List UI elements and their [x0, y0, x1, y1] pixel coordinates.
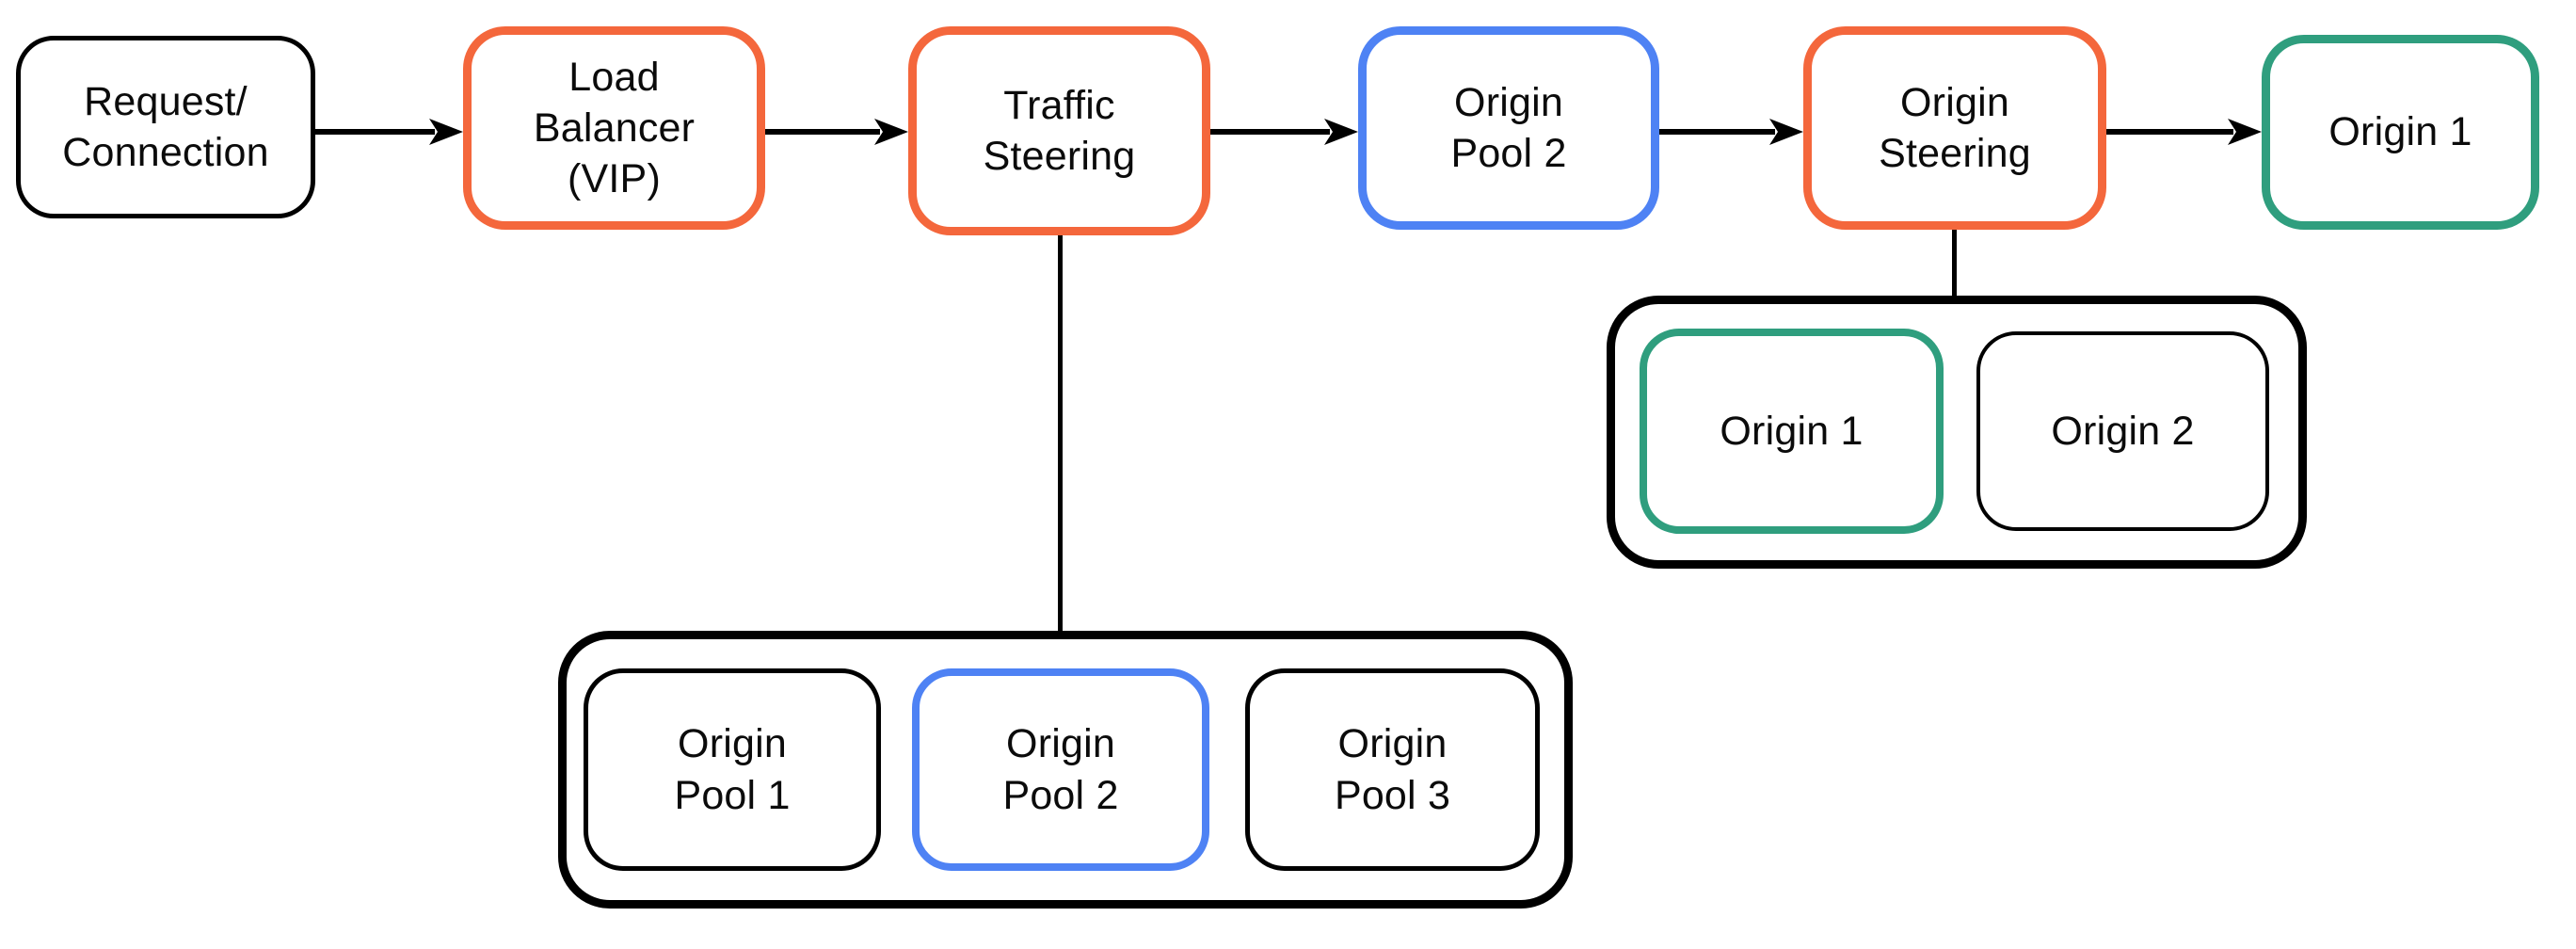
group-node-origin-2: Origin 2: [1976, 331, 2269, 531]
group-node-origin-pool-3-label: Origin Pool 3: [1334, 721, 1451, 818]
group-node-origin-pool-3: Origin Pool 3: [1245, 668, 1540, 871]
node-request-connection-label: Request/ Connection: [62, 78, 269, 175]
arrow-request-to-load-balancer: [315, 118, 463, 146]
arrow-head-icon: [2228, 119, 2262, 145]
connector-origin-steering-to-origins-group: [1952, 230, 1957, 296]
arrow-head-icon: [1769, 119, 1803, 145]
group-node-origin-pool-1: Origin Pool 1: [584, 668, 881, 871]
group-node-origin-2-label: Origin 2: [2051, 408, 2195, 454]
arrow-shaft: [1210, 129, 1330, 135]
arrow-shaft: [765, 129, 880, 135]
arrow-shaft: [2106, 129, 2233, 135]
group-node-origin-pool-2-label: Origin Pool 2: [1002, 721, 1119, 818]
node-load-balancer-vip-label: Load Balancer (VIP): [533, 54, 696, 202]
node-request-connection: Request/ Connection: [16, 36, 315, 218]
arrow-origin-steering-to-origin-1: [2106, 118, 2262, 146]
node-load-balancer-vip: Load Balancer (VIP): [463, 26, 765, 230]
arrow-head-icon: [1324, 119, 1358, 145]
arrow-shaft: [315, 129, 435, 135]
node-origin-pool-2-selected: Origin Pool 2: [1358, 26, 1659, 230]
group-node-origin-pool-1-label: Origin Pool 1: [674, 721, 791, 818]
node-origin-1-label: Origin 1: [2328, 109, 2472, 155]
node-origin-pool-2-label: Origin Pool 2: [1450, 79, 1567, 176]
arrow-origin-pool-2-to-origin-steering: [1659, 118, 1803, 146]
arrow-head-icon: [429, 119, 463, 145]
connector-traffic-steering-to-origin-pools-group: [1058, 235, 1063, 631]
node-origin-1-selected: Origin 1: [2262, 35, 2539, 230]
arrow-shaft: [1659, 129, 1775, 135]
group-node-origin-1-selected: Origin 1: [1640, 329, 1944, 534]
arrow-head-icon: [874, 119, 908, 145]
group-node-origin-pool-2-selected: Origin Pool 2: [912, 668, 1209, 871]
group-node-origin-1-label: Origin 1: [1720, 408, 1864, 454]
node-origin-steering: Origin Steering: [1803, 26, 2106, 230]
node-traffic-steering: Traffic Steering: [908, 26, 1210, 235]
node-origin-steering-label: Origin Steering: [1879, 79, 2031, 176]
arrow-load-balancer-to-traffic-steering: [765, 118, 908, 146]
node-traffic-steering-label: Traffic Steering: [983, 82, 1136, 179]
arrow-traffic-steering-to-origin-pool-2: [1210, 118, 1358, 146]
